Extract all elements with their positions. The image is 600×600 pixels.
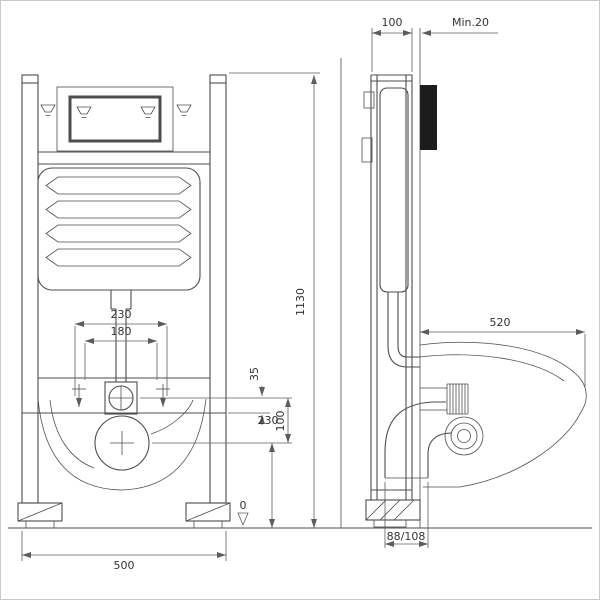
waste-outlet-front: [94, 415, 150, 471]
flush-mark-icon: [176, 104, 192, 116]
dim-outlet-height-label: 230: [258, 414, 279, 427]
foot-side: [365, 499, 421, 528]
bowl-contour-inner-right: [150, 399, 194, 435]
right-rail: [209, 74, 227, 504]
dim-height-label: 1130: [294, 288, 307, 316]
bowl-contour-inner-left: [49, 399, 95, 469]
side-view: [340, 28, 587, 528]
foot-left: [17, 502, 63, 529]
cistern-side: [379, 87, 409, 293]
fixing-bolt-right: [156, 384, 170, 407]
dim-min-wall-label: Min.20: [452, 16, 489, 29]
flush-mark-icon: [40, 104, 56, 116]
flush-mark-icon: [140, 106, 156, 118]
cistern-rib: [45, 200, 192, 219]
flush-pipe-side: [387, 292, 420, 368]
foot-right: [185, 502, 231, 529]
dim-total-depth-label: 520: [490, 316, 511, 329]
flush-bend-flange: [104, 381, 138, 415]
left-rail: [21, 74, 39, 504]
fixing-bolt-left: [72, 384, 86, 407]
floor-level-arrow-icon: [237, 512, 249, 527]
dim-width-label: 500: [114, 559, 135, 572]
dim-flange-to-outlet-label: 100: [274, 411, 287, 432]
dim-bolt-spacing-inner-label: 180: [111, 325, 132, 338]
flush-mark-icon: [76, 106, 92, 118]
waste-bend-side: [384, 401, 453, 479]
bowl-profile-side: [419, 342, 587, 488]
cistern-rib: [45, 176, 192, 195]
cistern-front: [37, 167, 201, 291]
dim-waste-pipe-label: 88/108: [387, 530, 426, 543]
bowl-contour-front: [37, 398, 207, 491]
flush-plate-inner: [68, 95, 162, 143]
floor-level-label: 0: [240, 499, 247, 512]
bowl-rim-side: [419, 354, 565, 382]
cistern-rib: [45, 248, 192, 267]
dim-bolt-spacing-outer-label: 230: [111, 308, 132, 321]
cistern-rib: [45, 224, 192, 243]
outlet-connector-side: [420, 383, 484, 456]
front-view: [8, 74, 592, 529]
flush-plate-outer: [56, 86, 174, 152]
dim-frame-depth-label: 100: [382, 16, 403, 29]
dim-flange-offset-label: 35: [248, 367, 261, 381]
front-view-dimensions: 230 180 35 100 230 0 500 1130: [21, 72, 320, 572]
side-view-dimensions: 100 Min.20 520 88/108: [371, 16, 586, 548]
flush-plate-side: [420, 85, 437, 150]
frame-profile-side: [361, 74, 413, 500]
